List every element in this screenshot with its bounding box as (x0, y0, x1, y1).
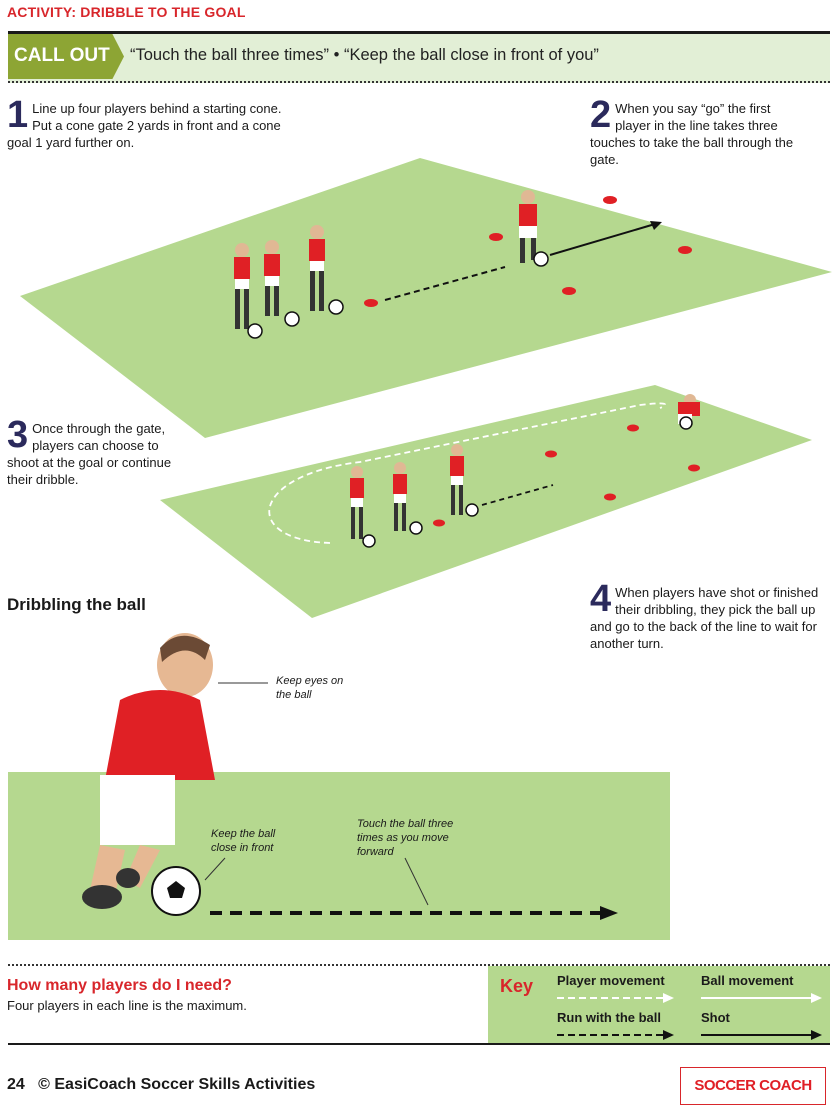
key-player-movement: Player movement (557, 973, 665, 988)
step-number: 4 (590, 578, 612, 620)
dribbling-heading: Dribbling the ball (7, 595, 146, 614)
players-answer: Four players in each line is the maximum… (7, 998, 247, 1013)
callout-label: CALL OUT (14, 45, 110, 66)
step-number: 1 (7, 94, 29, 136)
note-close: Keep the ball close in front (211, 828, 276, 854)
key-shot: Shot (701, 1010, 730, 1025)
step-text: When you say “go” the first player in th… (590, 101, 794, 167)
run-with-ball-arrow (384, 266, 506, 301)
players (234, 190, 700, 539)
key-box: Key Player movement Ball movement Run wi… (488, 966, 830, 1043)
activity-title: ACTIVITY: DRIBBLE TO THE GOAL (7, 4, 246, 20)
pitch-diagrams (8, 158, 832, 940)
player-movement-path (268, 402, 666, 544)
copyright: © EasiCoach Soccer Skills Activities (38, 1076, 316, 1093)
key-label: Key (500, 976, 534, 996)
bottom-rule (8, 1043, 830, 1045)
step-number: 2 (590, 94, 612, 136)
cones (364, 196, 700, 527)
key-ball-movement: Ball movement (701, 973, 794, 988)
key-arrows (557, 993, 822, 1040)
step-text: When players have shot or finished their… (590, 585, 819, 651)
page-number: 24 (7, 1076, 25, 1093)
footer: 24 © EasiCoach Soccer Skills Activities (7, 1076, 315, 1094)
arrowhead (650, 221, 662, 230)
callout-tab (8, 34, 124, 79)
step-text: Once through the gate, players can choos… (7, 421, 172, 487)
field-2 (160, 385, 812, 618)
divider (8, 964, 830, 966)
callout-band (8, 31, 830, 83)
players-question: How many players do I need? (7, 977, 232, 994)
key-run-with-ball: Run with the ball (557, 1010, 661, 1025)
note-eyes: Keep eyes on the ball (276, 675, 344, 701)
step-text: Line up four players behind a starting c… (7, 101, 282, 150)
dribbling-player (82, 633, 215, 909)
callout-text: “Touch the ball three times” • “Keep the… (130, 46, 599, 64)
note-touch: Touch the ball three times as you move f… (357, 818, 454, 858)
balls (247, 251, 693, 548)
field-1 (20, 158, 832, 438)
shot-arrow (549, 223, 656, 256)
step-number: 3 (7, 414, 29, 456)
soccer-coach-weekly-logo: SOCCER COACH WEEKLY (680, 1067, 826, 1105)
